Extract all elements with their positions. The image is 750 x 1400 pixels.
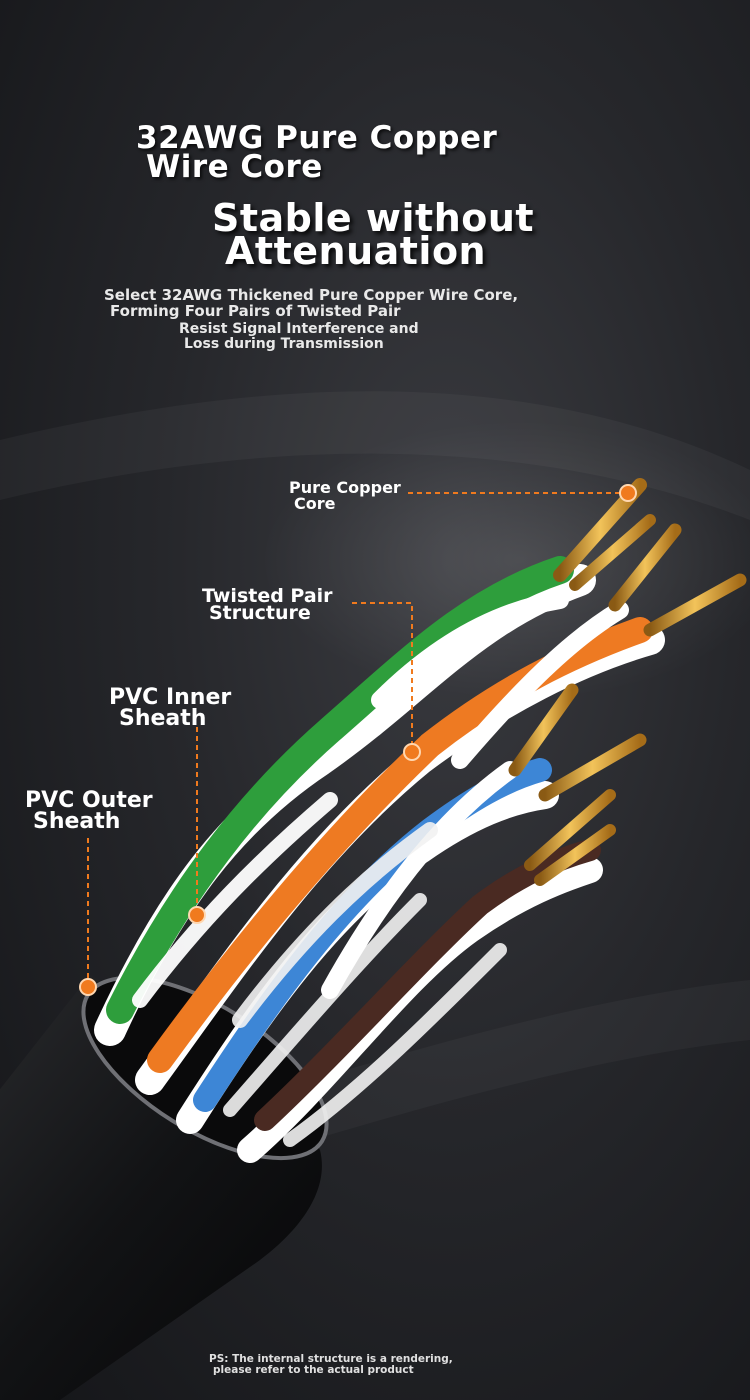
orange-pair (135, 601, 665, 1095)
callout-twisted-pair: Twisted Pair Structure (202, 585, 333, 624)
callout-inner-sheath: PVC Inner Sheath (109, 685, 232, 731)
footnote-line2: please refer to the actual product (213, 1364, 414, 1376)
callout-outer-sheath-line1: PVC Outer (25, 788, 153, 813)
brown-pair (237, 839, 603, 1163)
description-line4: Loss during Transmission (184, 336, 384, 352)
description-line3: Resist Signal Interference and (179, 321, 419, 337)
callout-copper-core-line1: Pure Copper (289, 478, 401, 497)
description-block-2: Resist Signal Interference and Loss duri… (179, 322, 419, 352)
callout-copper-core: Pure Copper Core (289, 480, 401, 512)
footnote: PS: The internal structure is a renderin… (209, 1354, 453, 1376)
callout-inner-sheath-line1: PVC Inner (109, 685, 232, 710)
outer-sheath-marker (79, 978, 97, 996)
background-glow (260, 420, 750, 700)
description-line1: Select 32AWG Thickened Pure Copper Wire … (104, 286, 519, 304)
twisted-pair-marker (403, 743, 421, 761)
callout-leaders (87, 492, 628, 987)
headline-subtitle-line1: Stable without (212, 196, 535, 240)
description-block-1: Select 32AWG Thickened Pure Copper Wire … (104, 287, 518, 319)
headline-title-line1: 32AWG Pure Copper (136, 120, 498, 156)
headline-title: 32AWG Pure Copper Wire Core (136, 120, 498, 185)
green-pair (94, 556, 596, 1046)
callout-twisted-pair-line2: Structure (209, 602, 311, 624)
callout-inner-sheath-line2: Sheath (119, 706, 207, 731)
description-line2: Forming Four Pairs of Twisted Pair (110, 302, 401, 320)
footnote-line1: PS: The internal structure is a renderin… (209, 1353, 453, 1365)
callout-dots (79, 484, 637, 996)
callout-copper-core-line2: Core (294, 494, 336, 513)
callout-twisted-pair-line1: Twisted Pair (202, 585, 333, 607)
inner-sheath-marker (188, 906, 206, 924)
headline-title-line2: Wire Core (146, 149, 323, 185)
blue-pair (176, 758, 559, 1134)
callout-outer-sheath-line2: Sheath (33, 809, 121, 834)
copper-core-marker (619, 484, 637, 502)
headline-subtitle-line2: Attenuation (225, 229, 487, 273)
headline-subtitle: Stable without Attenuation (212, 196, 535, 273)
callout-outer-sheath: PVC Outer Sheath (25, 788, 153, 834)
